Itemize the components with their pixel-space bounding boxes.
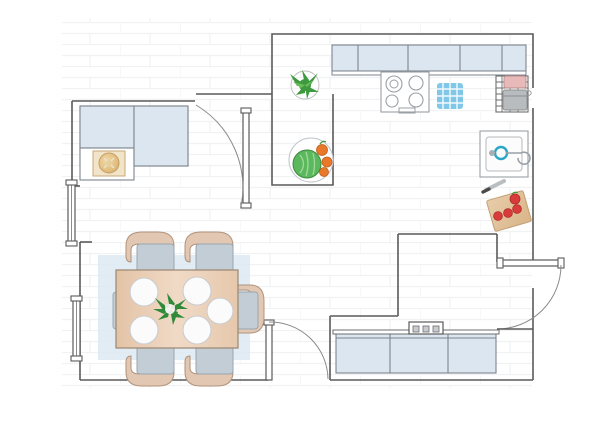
potted-herb <box>290 70 320 100</box>
plate-3 <box>129 315 159 345</box>
faucet <box>506 151 531 165</box>
burner-4 <box>408 92 424 108</box>
window-nook-west <box>65 179 78 247</box>
south-burner-2 <box>422 325 430 333</box>
orange-2 <box>321 156 333 168</box>
wall-counter-nib <box>271 94 334 186</box>
dish-towel <box>437 83 463 109</box>
tomato-1 <box>493 211 503 221</box>
pot-grey <box>502 89 528 111</box>
wall-kitchen-north <box>271 33 534 94</box>
upper-wall-cabinets <box>331 44 527 76</box>
nook-cabinet-left-upper <box>79 105 135 149</box>
stovetop-south <box>408 321 444 335</box>
base-cabinet-run <box>332 329 500 374</box>
wall-partition-group <box>271 94 334 186</box>
sink-stopper <box>489 150 495 156</box>
place-settings <box>129 276 234 345</box>
dish-rack <box>495 75 532 113</box>
tomato-4 <box>509 193 521 205</box>
nook-cabinet-right <box>133 105 189 167</box>
nook-oven <box>92 150 126 177</box>
burner-1 <box>385 75 403 93</box>
nook-cabinet-group <box>79 105 189 181</box>
table-centerpiece <box>153 293 188 325</box>
burner-2 <box>408 75 424 91</box>
door-kitchen-nook <box>195 104 252 209</box>
cutting-board <box>486 190 532 232</box>
dining-set <box>112 231 265 387</box>
plate-1 <box>129 277 159 307</box>
tomato-2 <box>503 208 513 218</box>
orange-1 <box>316 144 328 156</box>
tomato-3 <box>512 204 522 214</box>
plate-5 <box>206 297 234 325</box>
cooktop <box>380 71 430 114</box>
pot-pink <box>503 75 527 89</box>
south-burner-3 <box>432 325 440 333</box>
window-dining-west <box>70 295 83 362</box>
south-burner-1 <box>412 325 420 333</box>
burner-3 <box>385 94 399 108</box>
chef-knife <box>481 179 506 194</box>
plate-4 <box>182 315 212 345</box>
door-south-entry <box>496 257 565 330</box>
kitchen-sink <box>479 130 531 178</box>
fruit-bowl <box>288 137 334 183</box>
door-dining-hall <box>263 319 329 381</box>
orange-3 <box>319 167 329 177</box>
plate-2 <box>182 276 212 306</box>
